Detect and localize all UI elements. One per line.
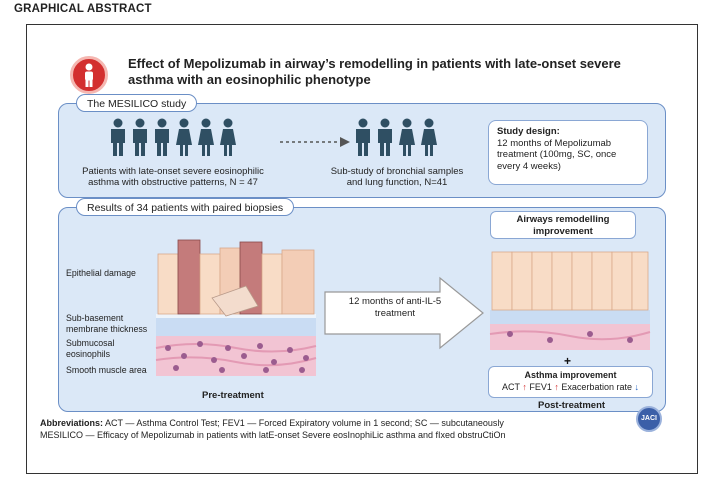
person-icon [111, 118, 125, 156]
asthma-improvement-title: Asthma improvement [524, 370, 617, 380]
person-icon [133, 118, 147, 156]
person-icon [378, 118, 392, 156]
treatment-arrow-icon [324, 276, 484, 350]
patient-logo-icon [70, 56, 108, 94]
person-icon [421, 118, 437, 156]
label-sub-basement: Sub-basement membrane thickness [66, 313, 148, 334]
person-icon [399, 118, 415, 156]
abstract-title: Effect of Mepolizumab in airway’s remode… [128, 56, 621, 87]
cohort-people-icon [111, 118, 236, 156]
label-epithelial-damage: Epithelial damage [66, 268, 136, 278]
abbreviations-line2: MESILICO — Efficacy of Mepolizumab in pa… [40, 430, 506, 440]
abbreviations-line1: ACT — Asthma Control Test; FEV1 — Forced… [103, 418, 504, 428]
asthma-improvement-box: Asthma improvement ACT ↑ FEV1 ↑ Exacerba… [488, 366, 653, 398]
study-design-box: Study design: 12 months of Mepolizumab t… [488, 120, 648, 185]
study-tab: The MESILICO study [76, 94, 198, 112]
person-icon [176, 118, 192, 156]
label-submucosal-eosinophils: Submucosal eosinophils [66, 338, 115, 359]
plus-sign: + [564, 354, 572, 368]
person-icon [198, 118, 214, 156]
pre-treatment-caption: Pre-treatment [202, 390, 264, 401]
study-design-text: 12 months of Mepolizumab treatment (100m… [497, 137, 617, 172]
act-up-arrow-icon: ↑ [522, 382, 527, 392]
post-treatment-caption: Post-treatment [538, 400, 606, 411]
study-design-title: Study design: [497, 126, 560, 137]
post-treatment-tissue-illustration [489, 251, 651, 350]
results-tab: Results of 34 patients with paired biops… [76, 198, 295, 216]
cohort2-text: Sub-study of bronchial samples and lung … [330, 166, 464, 188]
abbreviations-label: Abbreviations: [40, 418, 104, 428]
label-smooth-muscle: Smooth muscle area [66, 365, 147, 375]
substudy-people-icon [356, 118, 437, 156]
cohort-arrow-icon [280, 137, 350, 147]
exacerbation-label: Exacerbation rate [561, 382, 632, 392]
person-icon [220, 118, 236, 156]
person-icon [155, 118, 169, 156]
act-label: ACT [502, 382, 520, 392]
pre-treatment-tissue-illustration [155, 239, 317, 376]
graphical-abstract-header: GRAPHICAL ABSTRACT [14, 3, 152, 15]
exacerbation-down-arrow-icon: ↓ [634, 382, 639, 392]
jaci-journal-badge: JACI [636, 406, 662, 432]
cohort1-text: Patients with late-onset severe eosinoph… [82, 166, 264, 188]
person-icon [356, 118, 370, 156]
abbreviations-text: Abbreviations: ACT — Asthma Control Test… [40, 417, 640, 441]
fev1-label: FEV1 [529, 382, 552, 392]
airways-remodelling-box: Airways remodelling improvement [490, 211, 636, 239]
fev1-up-arrow-icon: ↑ [554, 382, 559, 392]
treatment-arrow-text: 12 months of anti-IL-5 treatment [348, 296, 442, 319]
